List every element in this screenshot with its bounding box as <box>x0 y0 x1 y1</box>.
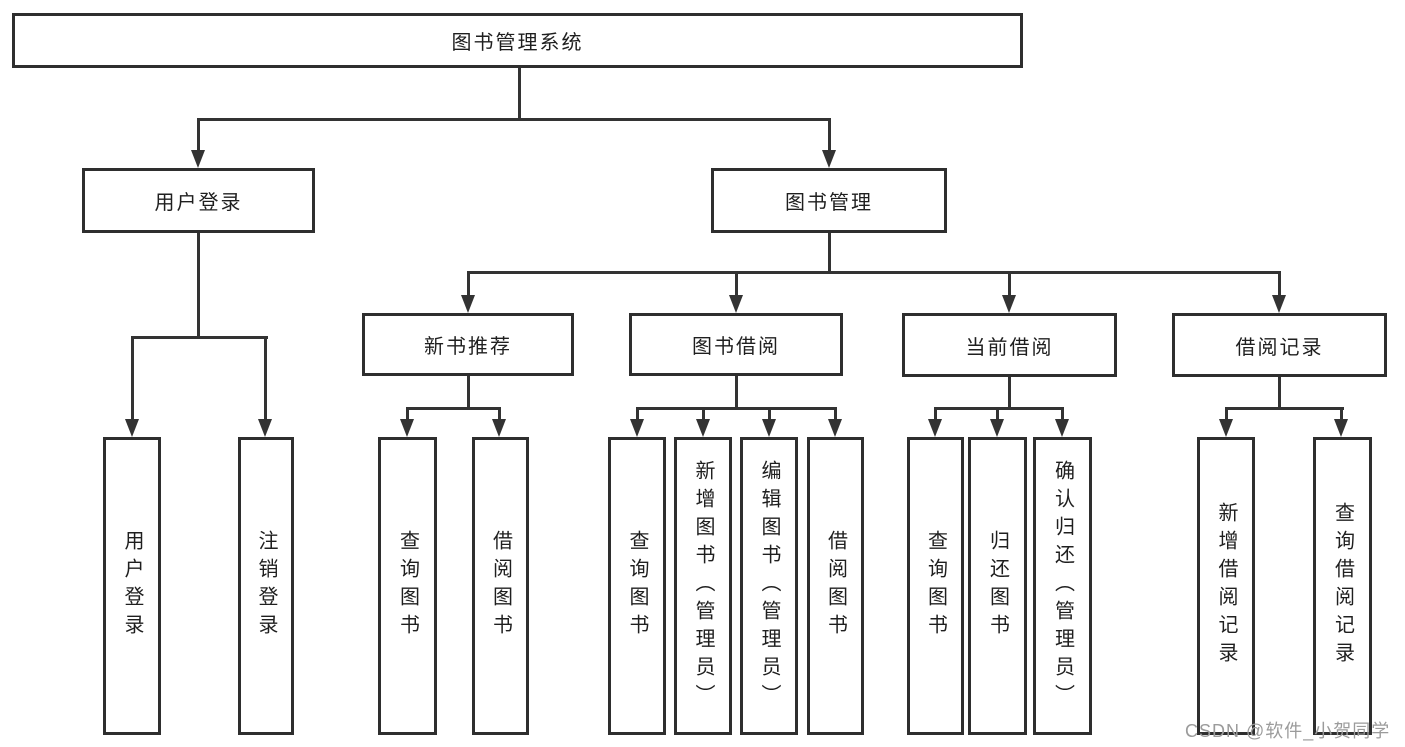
arrowhead-return-books <box>990 419 1004 437</box>
connector-book-mgmt-stem <box>828 233 831 271</box>
connector-drop-query-borrow-record <box>1340 407 1343 421</box>
leaf-query-books-current: 查询图书 <box>907 437 964 735</box>
leaf-edit-books-admin-label: 编辑图书（管理员） <box>758 460 780 712</box>
connector-drop-book-mgmt <box>828 118 831 154</box>
leaf-add-books-admin-label: 新增图书（管理员） <box>692 460 714 712</box>
connector-drop-return-books <box>996 407 999 421</box>
leaf-add-borrow-record-label: 新增借阅记录 <box>1215 502 1237 670</box>
leaf-borrow-books-2: 借阅图书 <box>807 437 864 735</box>
arrowhead-borrow-books-rec <box>492 419 506 437</box>
connector-drop-borrow-records <box>1278 271 1281 297</box>
connector-drop-confirm-return <box>1061 407 1064 421</box>
arrowhead-edit-books <box>762 419 776 437</box>
connector-borrow-records-stem <box>1278 377 1281 407</box>
leaf-borrow-books-2-label: 借阅图书 <box>824 530 847 642</box>
leaf-user-login-label: 用户登录 <box>121 530 143 642</box>
leaf-borrow-books-rec-label: 借阅图书 <box>489 530 512 642</box>
leaf-query-borrow-record: 查询借阅记录 <box>1313 437 1372 735</box>
connector-drop-leaf-logout <box>264 336 267 421</box>
connector-drop-query-books-borrow <box>636 407 639 421</box>
connector-drop-borrow-books-2 <box>834 407 837 421</box>
arrowhead-book-borrow <box>729 295 743 313</box>
leaf-confirm-return-admin: 确认归还（管理员） <box>1033 437 1092 735</box>
node-borrow-records: 借阅记录 <box>1172 313 1387 377</box>
connector-drop-user-login <box>197 118 200 154</box>
leaf-query-books-current-label: 查询图书 <box>924 530 947 642</box>
connector-drop-add-borrow-record <box>1225 407 1228 421</box>
arrowhead-new-book-rec <box>461 295 475 313</box>
leaf-query-books-rec-label: 查询图书 <box>396 530 419 642</box>
connector-current-borrow-bar <box>934 407 1064 410</box>
arrowhead-query-books-borrow <box>630 419 644 437</box>
connector-borrow-records-bar <box>1225 407 1344 410</box>
node-book-mgmt: 图书管理 <box>711 168 947 233</box>
node-book-mgmt-label: 图书管理 <box>785 192 873 214</box>
connector-drop-new-book-rec <box>467 271 470 297</box>
connector-drop-add-books <box>702 407 705 421</box>
connector-user-login-bar <box>131 336 268 339</box>
leaf-query-borrow-record-label: 查询借阅记录 <box>1331 502 1354 670</box>
node-book-borrow: 图书借阅 <box>629 313 843 376</box>
leaf-logout-label: 注销登录 <box>255 530 277 642</box>
arrowhead-query-books-current <box>928 419 942 437</box>
arrowhead-confirm-return <box>1055 419 1069 437</box>
node-user-login-label: 用户登录 <box>154 192 243 214</box>
arrowhead-leaf-logout <box>258 419 272 437</box>
leaf-add-books-admin: 新增图书（管理员） <box>674 437 732 735</box>
arrowhead-borrow-books-2 <box>828 419 842 437</box>
connector-book-borrow-stem <box>735 376 738 407</box>
connector-drop-book-borrow <box>735 271 738 297</box>
connector-drop-edit-books <box>768 407 771 421</box>
leaf-add-borrow-record: 新增借阅记录 <box>1197 437 1255 735</box>
arrowhead-borrow-records <box>1272 295 1286 313</box>
connector-new-book-rec-bar <box>406 407 501 410</box>
csdn-watermark: CSDN @软件_小贺同学 <box>1185 721 1391 741</box>
leaf-query-books-rec: 查询图书 <box>378 437 437 735</box>
arrowhead-query-books-rec <box>400 419 414 437</box>
arrowhead-add-books <box>696 419 710 437</box>
arrowhead-book-mgmt <box>822 150 836 168</box>
connector-level2-bar <box>197 118 831 121</box>
connector-drop-query-books-current <box>934 407 937 421</box>
connector-user-login-stem <box>197 233 200 336</box>
node-user-login: 用户登录 <box>82 168 315 233</box>
arrowhead-current-borrow <box>1002 295 1016 313</box>
connector-new-book-rec-stem <box>467 376 470 407</box>
leaf-return-books: 归还图书 <box>968 437 1027 735</box>
node-book-borrow-label: 图书借阅 <box>692 336 780 358</box>
arrowhead-leaf-user-login <box>125 419 139 437</box>
node-current-borrow-label: 当前借阅 <box>965 336 1054 359</box>
leaf-query-books-borrow: 查询图书 <box>608 437 666 735</box>
leaf-return-books-label: 归还图书 <box>986 530 1009 642</box>
arrowhead-user-login <box>191 150 205 168</box>
arrowhead-query-borrow-record <box>1334 419 1348 437</box>
leaf-query-books-borrow-label: 查询图书 <box>626 530 648 642</box>
connector-drop-current-borrow <box>1008 271 1011 297</box>
node-current-borrow: 当前借阅 <box>902 313 1117 377</box>
node-root: 图书管理系统 <box>12 13 1023 68</box>
leaf-user-login: 用户登录 <box>103 437 161 735</box>
leaf-edit-books-admin: 编辑图书（管理员） <box>740 437 798 735</box>
node-new-book-rec: 新书推荐 <box>362 313 574 376</box>
node-new-book-rec-label: 新书推荐 <box>424 336 512 358</box>
arrowhead-add-borrow-record <box>1219 419 1233 437</box>
node-borrow-records-label: 借阅记录 <box>1235 336 1324 359</box>
connector-book-borrow-bar <box>636 407 837 410</box>
connector-level3-bar <box>467 271 1281 274</box>
connector-drop-query-books-rec <box>406 407 409 421</box>
connector-current-borrow-stem <box>1008 377 1011 407</box>
leaf-confirm-return-admin-label: 确认归还（管理员） <box>1051 460 1074 712</box>
leaf-borrow-books-rec: 借阅图书 <box>472 437 529 735</box>
connector-root-stem <box>518 68 521 118</box>
leaf-logout: 注销登录 <box>238 437 294 735</box>
connector-drop-borrow-books-rec <box>498 407 501 421</box>
node-root-label: 图书管理系统 <box>451 32 584 54</box>
connector-drop-leaf-user-login <box>131 336 134 421</box>
